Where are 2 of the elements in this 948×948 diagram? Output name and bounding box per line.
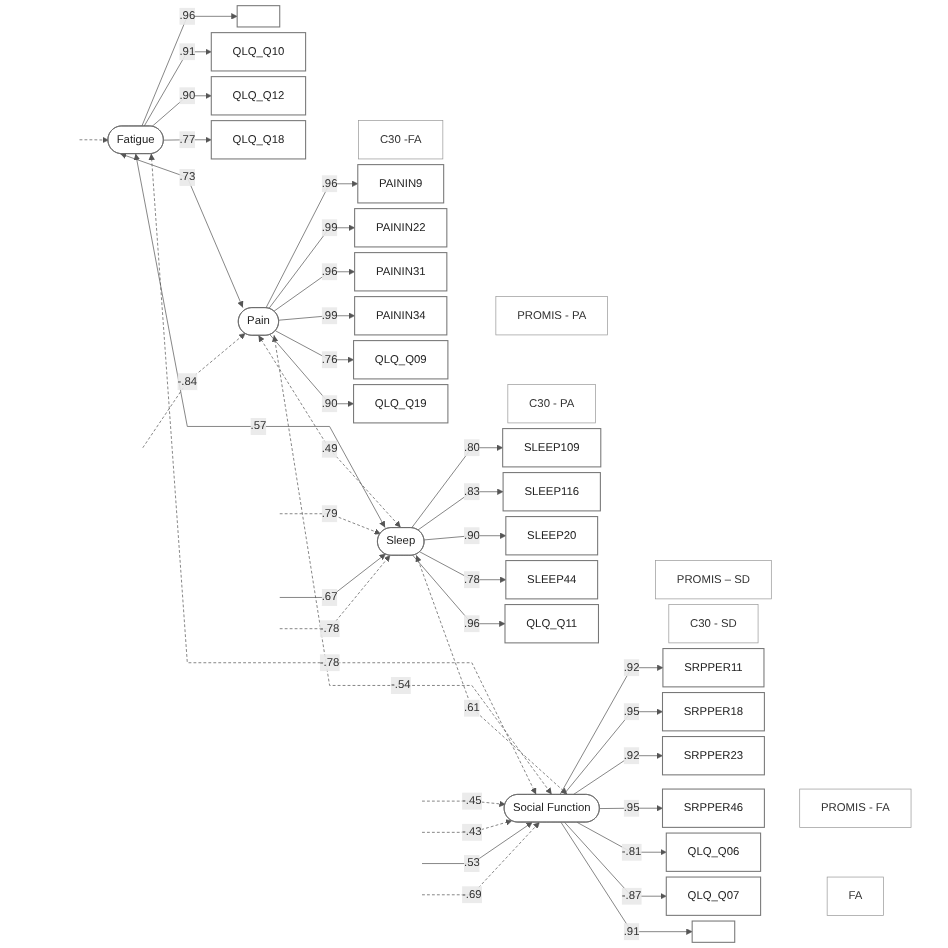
node-box: [691, 920, 736, 943]
node-box: [236, 5, 281, 28]
